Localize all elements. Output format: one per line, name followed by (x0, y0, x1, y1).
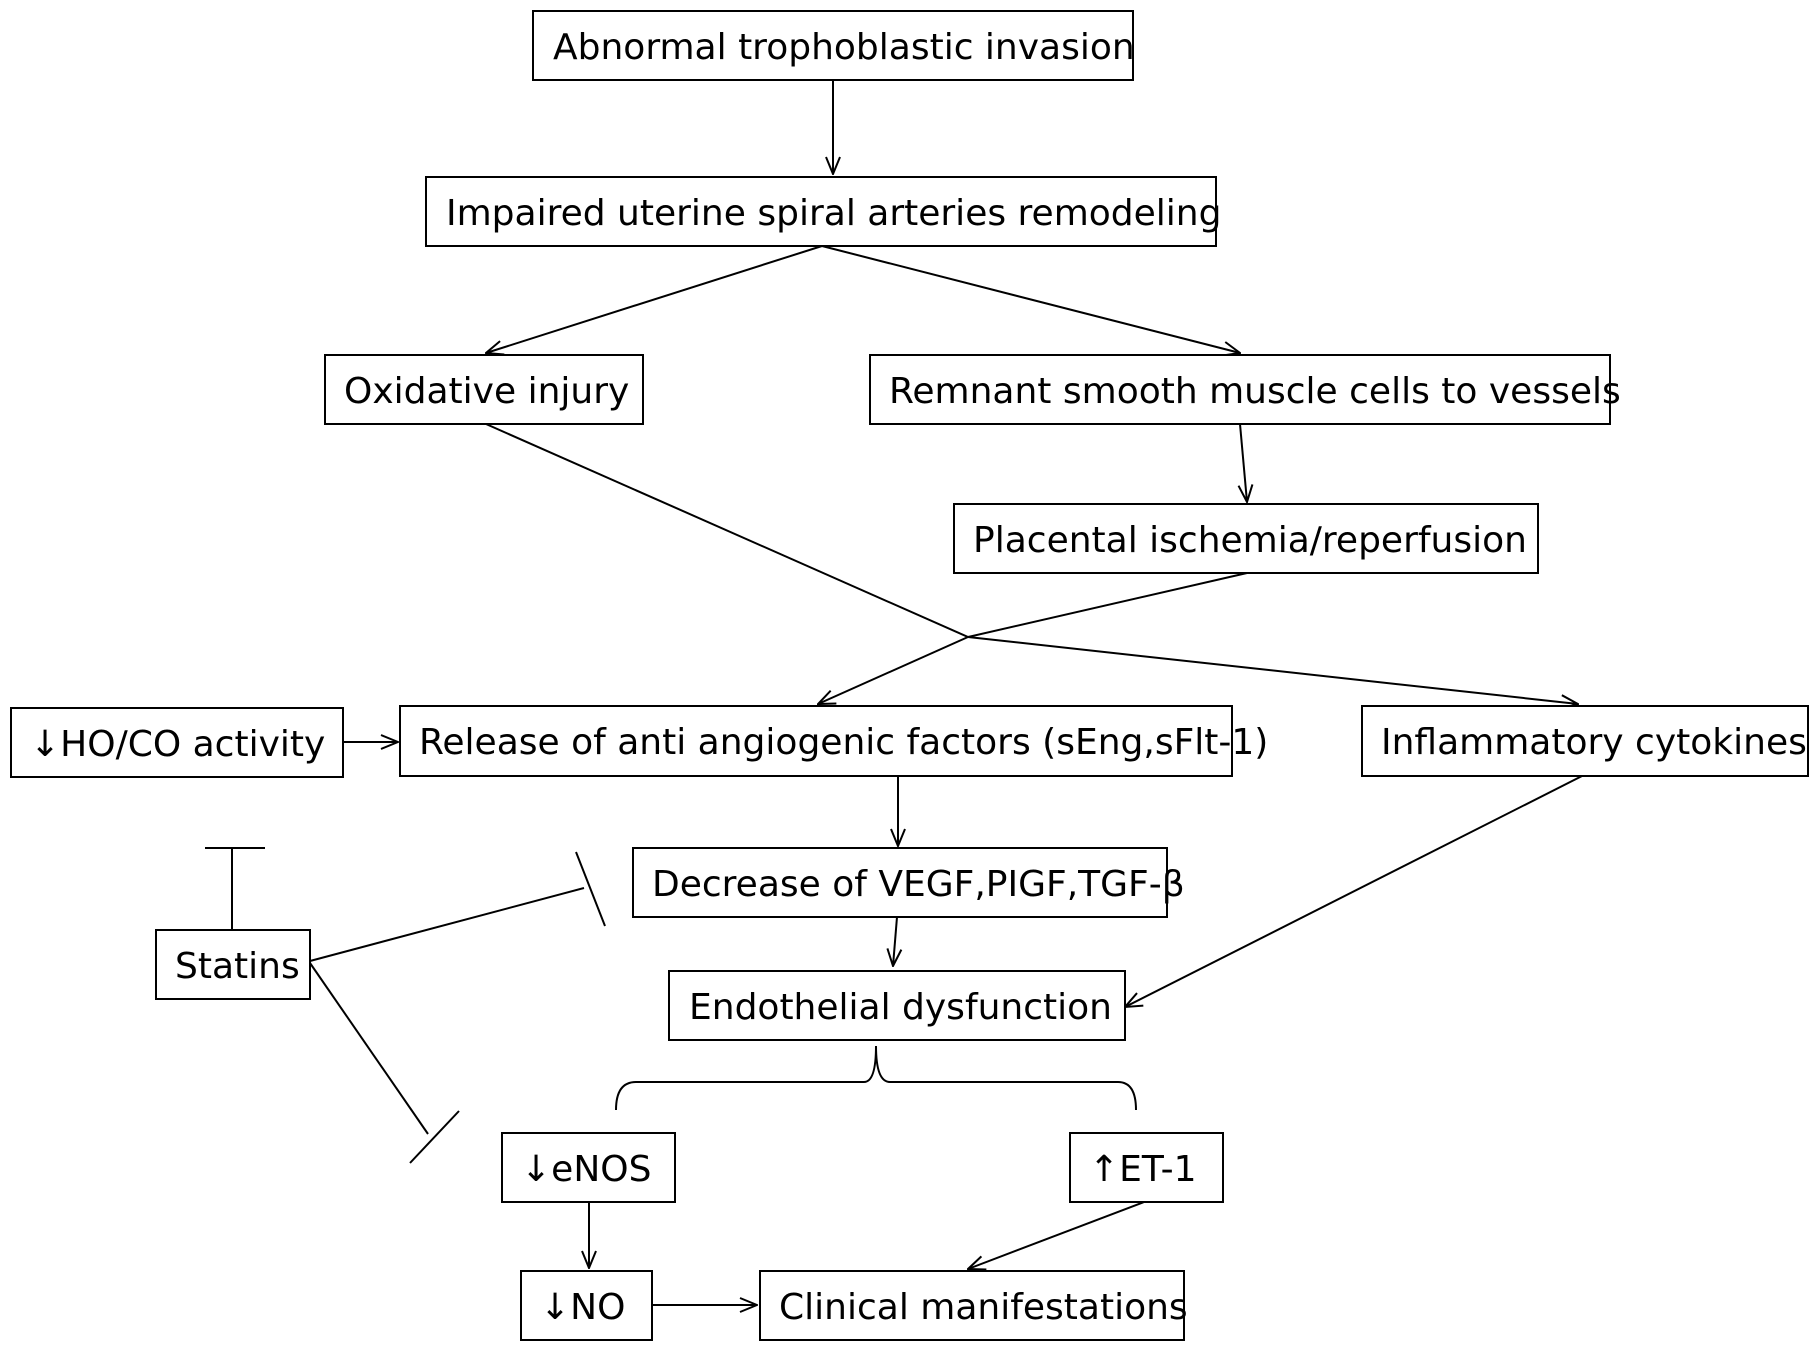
inhibit-statins-to-enos (309, 962, 429, 1135)
node-impaired-remodeling: Impaired uterine spiral arteries remodel… (425, 176, 1221, 247)
node-clinical-manifestations: Clinical manifestations (759, 1270, 1188, 1341)
node-label: ↓eNOS (521, 1149, 651, 1190)
node-label: Decrease of VEGF,PIGF,TGF-β (652, 864, 1185, 905)
node-label: Endothelial dysfunction (689, 987, 1112, 1028)
inhibit-statins-to-decrease (309, 887, 585, 962)
node-remnant-smc: Remnant smooth muscle cells to vessels (869, 354, 1621, 425)
node-inflammatory-cytokines: Inflammatory cytokines (1361, 705, 1809, 777)
node-label: Clinical manifestations (779, 1287, 1188, 1328)
node-label: ↑ET-1 (1089, 1149, 1197, 1190)
edges (205, 80, 1583, 1305)
node-label: ↓HO/CO activity (30, 724, 325, 765)
node-abnormal-invasion: Abnormal trophoblastic invasion (532, 10, 1135, 81)
node-decrease-vegf: Decrease of VEGF,PIGF,TGF-β (632, 847, 1185, 918)
edge-decrease-to-endothelial (893, 916, 897, 966)
node-et1: ↑ET-1 (1069, 1132, 1224, 1203)
node-oxidative-injury: Oxidative injury (324, 354, 644, 425)
bracket-endothelial-split (615, 1045, 1137, 1111)
edge-oxidative-to-junction (485, 423, 969, 638)
node-statins: Statins (155, 929, 311, 1000)
node-placental-ischemia: Placental ischemia/reperfusion (953, 503, 1539, 574)
edge-et1-to-clinical (968, 1201, 1145, 1269)
node-label: Abnormal trophoblastic invasion (553, 27, 1135, 68)
node-label: Placental ischemia/reperfusion (973, 520, 1527, 561)
node-release-factors: Release of anti angiogenic factors (sEng… (399, 705, 1268, 777)
node-ho-co-activity: ↓HO/CO activity (10, 707, 344, 778)
node-endothelial-dysfunction: Endothelial dysfunction (668, 970, 1126, 1041)
edge-remnant-to-ischemia (1240, 423, 1247, 502)
node-label: Statins (175, 946, 300, 987)
edge-junction-to-inflammatory (967, 636, 1578, 704)
node-label: Inflammatory cytokines (1381, 722, 1807, 763)
inhibit-statins-to-decrease-bar (575, 851, 606, 927)
node-label: Remnant smooth muscle cells to vessels (889, 371, 1621, 412)
edge-remodeling-to-remnant (821, 245, 1240, 353)
edge-remodeling-to-oxidative (486, 245, 823, 353)
node-label: Impaired uterine spiral arteries remodel… (446, 193, 1221, 234)
node-label: Oxidative injury (344, 371, 629, 412)
edge-ischemia-to-junction (967, 572, 1248, 638)
node-enos: ↓eNOS (501, 1132, 676, 1203)
node-label: Release of anti angiogenic factors (sEng… (419, 722, 1268, 763)
inhibit-statins-to-enos-bar (409, 1110, 460, 1164)
edge-inflammatory-to-endothelial (1125, 775, 1583, 1007)
node-label: ↓NO (540, 1287, 625, 1328)
node-no: ↓NO (520, 1270, 653, 1341)
edge-junction-to-release (818, 636, 969, 704)
